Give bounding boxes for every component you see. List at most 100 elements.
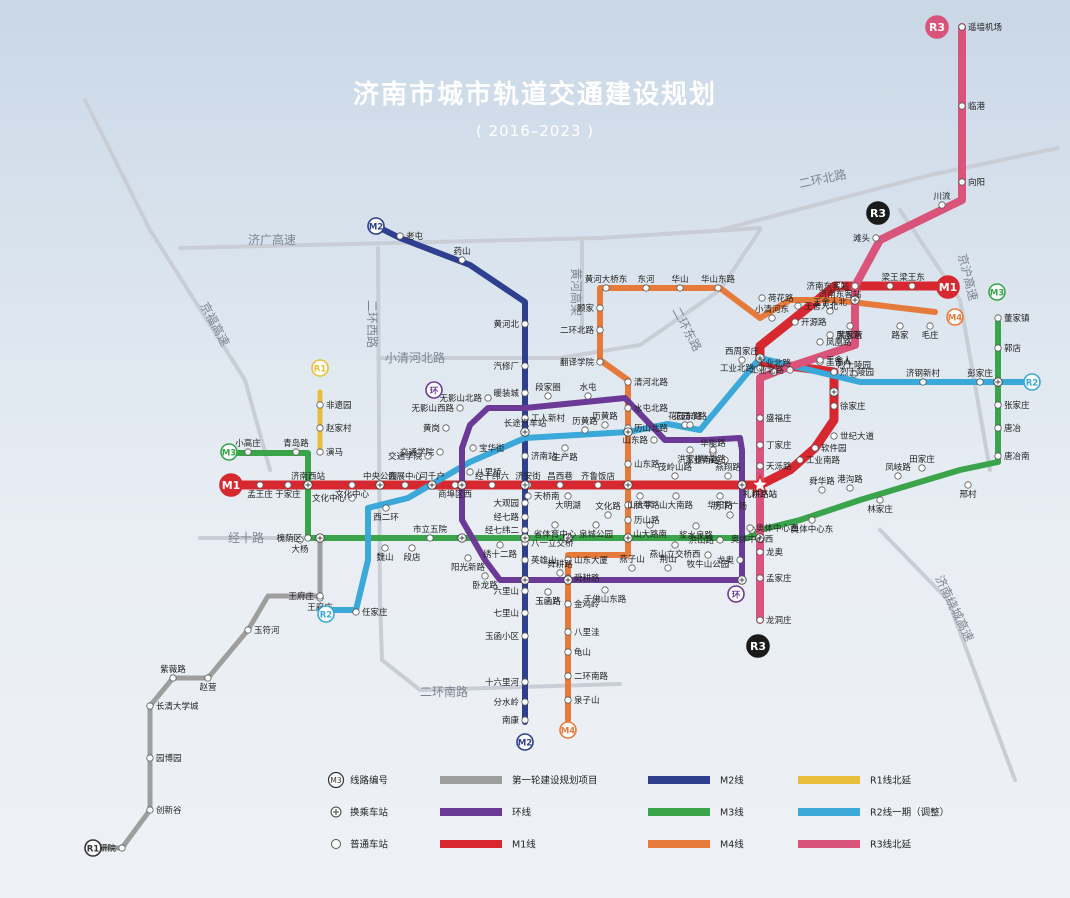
station-label: 历山路 — [634, 515, 660, 526]
station-dot — [594, 481, 602, 489]
station-dot — [686, 446, 694, 454]
station-dot — [811, 444, 819, 452]
line-badge-label: R1 — [314, 364, 327, 374]
station-dot — [284, 481, 292, 489]
line-m3 — [229, 319, 1001, 541]
line-badge-label: M4 — [561, 726, 575, 736]
station-label: 工人新村 — [531, 413, 566, 424]
station-label: 工业南路 — [806, 455, 841, 466]
station-label: 烈士陵园 — [837, 360, 871, 371]
station-dot — [642, 284, 650, 292]
station-dot — [521, 526, 529, 534]
road-label: 二环西路 — [365, 300, 380, 348]
legend-item: R1线北延 — [798, 775, 912, 787]
line-r1 — [90, 537, 323, 851]
station-dot — [544, 588, 552, 596]
legend-label: R2线一期（调整） — [870, 807, 949, 819]
line-badge — [317, 605, 335, 623]
interchange-cross — [565, 535, 571, 541]
interchange-cross — [377, 482, 383, 488]
station-dot — [146, 702, 154, 710]
station-label: 华阳路 — [707, 500, 733, 511]
station-dot — [601, 586, 609, 594]
line-badge — [559, 721, 577, 739]
station-label: 中央公园 — [363, 471, 397, 482]
station-label: 燕翔路 — [715, 462, 741, 473]
station-label: 龙奥 — [766, 547, 784, 558]
station-label: 阳光新路 — [451, 562, 486, 573]
station-dot — [746, 524, 754, 532]
interchange-cross — [429, 482, 435, 488]
station-dot — [676, 284, 684, 292]
line-badge-label: R1 — [87, 844, 100, 854]
legend-item: 换乘车站 — [330, 806, 389, 819]
station-label: 闫千户 — [419, 471, 445, 482]
station-label: 林家庄 — [867, 504, 893, 515]
station-label: 水屯北路 — [634, 403, 669, 414]
road-label: 京福高速 — [197, 299, 233, 348]
station-label: 山东路 — [622, 435, 648, 446]
interchange-cross — [995, 379, 1001, 385]
line-badge — [367, 217, 385, 235]
road — [178, 226, 762, 250]
legend-item: M2线 — [648, 775, 744, 787]
interchange-cross — [625, 535, 631, 541]
station-label: 张家庄 — [1004, 400, 1030, 411]
station-dot — [521, 513, 529, 521]
line-badge-label: M3 — [222, 448, 236, 458]
station-label: 泉城公园 — [579, 529, 613, 540]
station-dot — [458, 256, 466, 264]
station-label: 工业北路 — [750, 365, 785, 376]
station-dot — [348, 481, 356, 489]
line-badge — [425, 381, 443, 399]
station-dot — [256, 481, 264, 489]
interchange-cross — [305, 482, 311, 488]
station-dot — [496, 541, 504, 549]
station-label: 金鸡岭 — [574, 599, 600, 610]
station-dot — [564, 600, 572, 608]
station-dot — [646, 521, 654, 529]
station-dot — [976, 378, 984, 386]
station-dot — [146, 806, 154, 814]
station-label: 礼耕路站 — [743, 489, 778, 500]
station-dot — [636, 492, 644, 500]
legend-swatch — [440, 840, 502, 848]
station-label: 王舍人 — [826, 357, 852, 368]
station-label: 无影山北路 — [439, 393, 482, 404]
station-label: 赵营 — [199, 682, 216, 693]
station-label: 彭家庄 — [967, 368, 993, 379]
station-label: 滩头 — [853, 233, 871, 244]
station-dot — [521, 587, 529, 595]
station-label: 分水岭 — [493, 697, 519, 708]
station-dot — [521, 389, 529, 397]
line-badge — [219, 473, 243, 497]
station-label: 齐鲁饭店 — [581, 471, 616, 482]
station-label: 山东大厦 — [574, 555, 609, 566]
station-dot — [292, 448, 300, 456]
legend-swatch — [648, 776, 710, 784]
line-badge-label: M1 — [222, 479, 241, 492]
station-dot — [352, 608, 360, 616]
legend-label: M1线 — [512, 839, 536, 851]
station-dot — [624, 404, 632, 412]
station-label: 牧牛山公园 — [687, 559, 730, 570]
station-dot — [994, 452, 1002, 460]
station-dot — [564, 648, 572, 656]
station-dot — [602, 284, 610, 292]
station-dot — [348, 494, 356, 502]
station-label: 工业北路 — [720, 363, 755, 374]
station-label: 梁王东 — [899, 272, 925, 283]
interchange-cross — [625, 482, 631, 488]
line-badge-label: R3 — [750, 640, 766, 653]
station-label: 大观园 — [493, 498, 519, 509]
station-dot — [564, 696, 572, 704]
station-dot — [521, 678, 529, 686]
station-label: 经十纬六 — [475, 471, 510, 482]
station-dot — [624, 501, 632, 509]
station-dot — [846, 322, 854, 330]
station-label: 大明湖 — [555, 500, 581, 511]
line-badge — [220, 443, 238, 461]
line-r3 — [756, 23, 966, 624]
station-label: 舜华路 — [809, 476, 835, 487]
road-label: 京沪高速 — [955, 252, 981, 302]
